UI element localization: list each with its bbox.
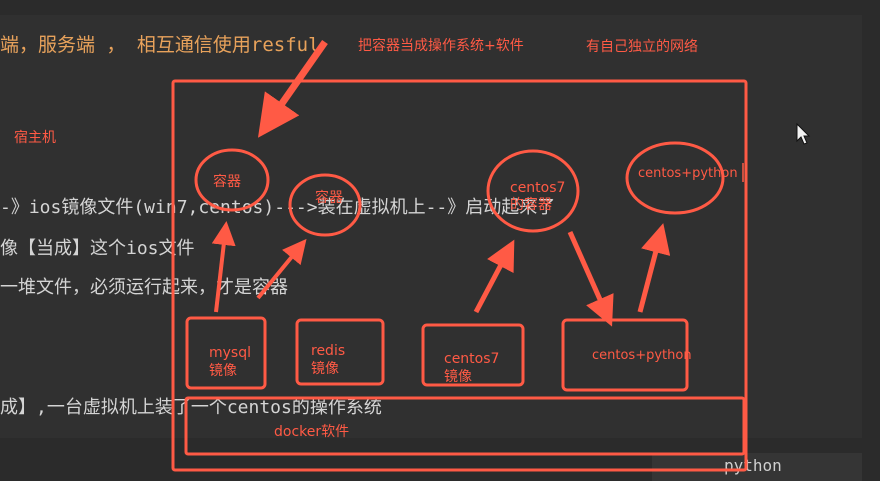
arrow-mysql-to-container [211, 221, 236, 313]
mysql-label: mysql [209, 345, 251, 361]
mysql-sublabel: 镜像 [209, 363, 237, 379]
note-line-1: 端，服务端 ， 相互通信使用resful [0, 34, 320, 56]
arrow-container-to-centos-python [567, 230, 614, 327]
host-machine-box [171, 79, 748, 472]
note-line-5: 成】,一台虚拟机上装了一个centos的操作系统 [0, 397, 382, 418]
centos-python-image-label: centos+python [592, 348, 692, 363]
container-1-ellipse [194, 148, 270, 212]
redis-label: redis [311, 343, 345, 359]
mysql-image-box [185, 316, 267, 390]
container-centos7-sublabel: 的容器 [510, 196, 552, 213]
arrow-top-to-container [257, 39, 328, 138]
container-centos-python-ellipse [625, 141, 725, 215]
note-line-2: -》ios镜像文件(win7,centos)--->装在虚拟机上--》启动起来了 [0, 197, 556, 218]
container-centos7-ellipse [486, 149, 580, 233]
docker-label: docker软件 [274, 424, 349, 440]
container-2-ellipse [288, 173, 362, 237]
centos7-image-label: centos7 [444, 351, 499, 367]
bottom-chip [652, 453, 862, 481]
centos7-image-box [421, 323, 525, 387]
docker-software-box [184, 396, 746, 456]
redis-image-box [295, 318, 385, 386]
container-centos7-label: centos7 [510, 180, 565, 196]
arrow-redis-to-container [256, 238, 307, 300]
container-centos-python-label: centos+python [638, 166, 738, 181]
centos-python-image-box [561, 318, 689, 392]
arrow-centos-python-to-container [637, 223, 671, 313]
note-pane [0, 15, 862, 438]
host-label: 宿主机 [14, 129, 56, 146]
note-line-4: 一堆文件，必须运行起来，才是容器 [0, 277, 288, 298]
arrow-centos7-to-container [473, 239, 515, 314]
container-2-label: 容器 [315, 189, 343, 206]
mouse-pointer-icon [796, 122, 811, 145]
centos7-image-sublabel: 镜像 [444, 369, 472, 385]
top-note: 把容器当成操作系统+软件 [358, 37, 524, 54]
redis-sublabel: 镜像 [311, 361, 339, 377]
note-line-3: 像【当成】这个ios文件 [0, 238, 195, 259]
container-1-label: 容器 [213, 173, 241, 190]
network-note: 有自己独立的网络 [586, 39, 698, 55]
